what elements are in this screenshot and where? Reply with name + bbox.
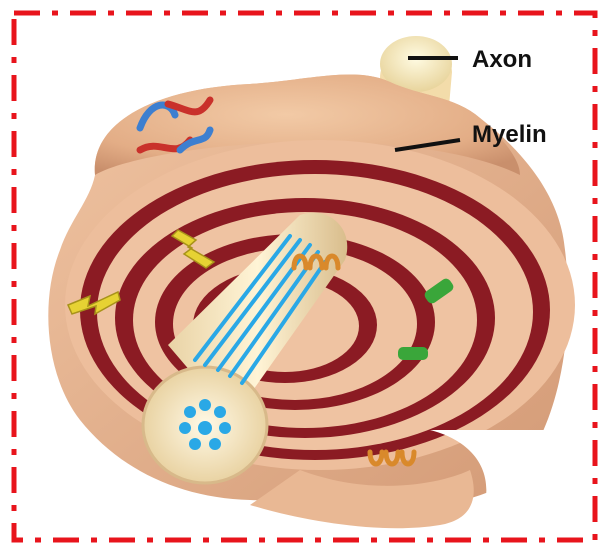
myelin-label-text: Myelin — [472, 121, 547, 148]
green-cylinder-icon — [398, 347, 428, 360]
axon-label-text: Axon — [472, 46, 532, 73]
